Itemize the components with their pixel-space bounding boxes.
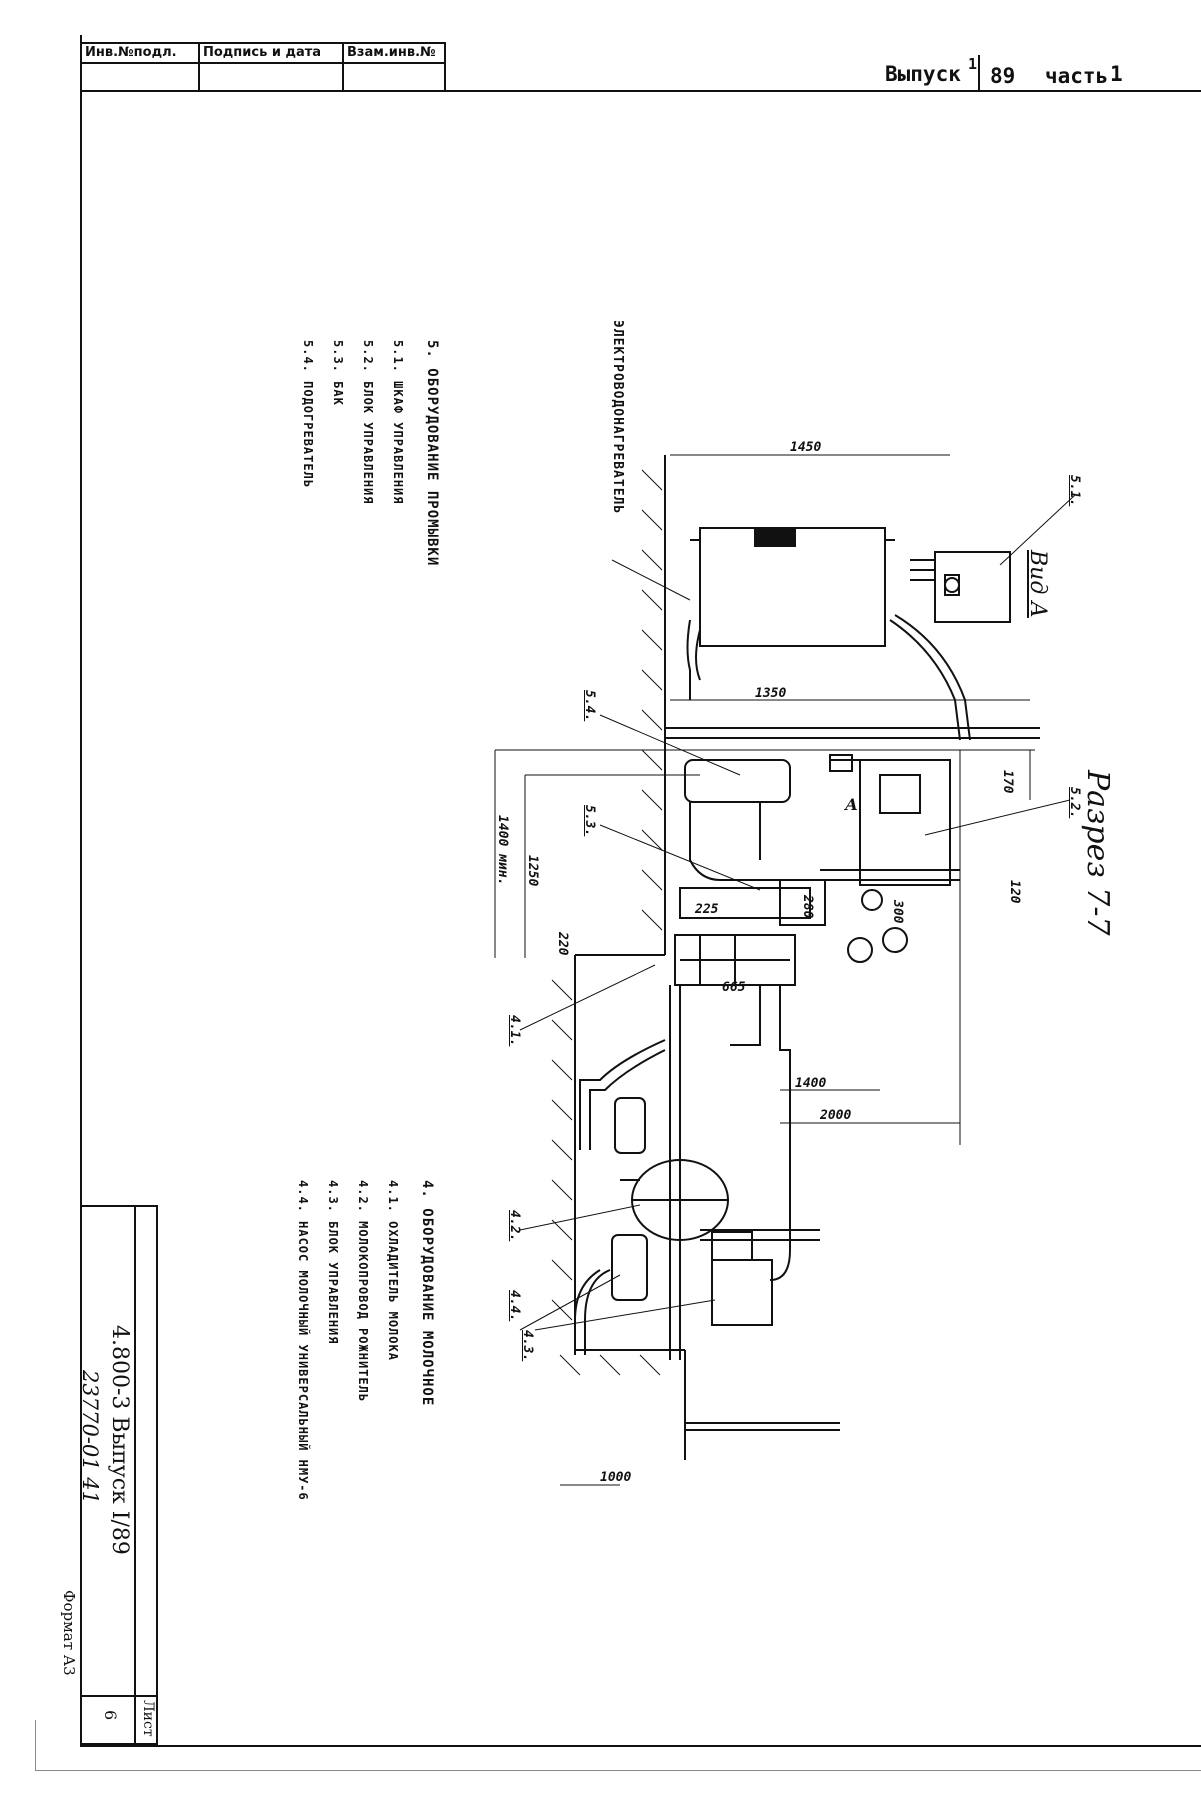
dim-170: 170 (1000, 770, 1015, 794)
format-label: Формат А3 (60, 1590, 78, 1676)
control-cabinet (910, 551, 1011, 623)
dim-1400-min: 1400 мин. (495, 815, 510, 886)
milk-pump (574, 1097, 648, 1355)
legend-washing-item-2: 5.2. БЛОК УПРАВЛЕНИЯ (361, 340, 375, 505)
legend-milk-title: 4. ОБОРУДОВАНИЕ МОЛОЧНОЕ (419, 1180, 435, 1407)
callout-5-1: 5.1. (1067, 475, 1082, 507)
section-title: Разрез 7-7 (1080, 770, 1115, 936)
issue-label: Выпуск (885, 62, 961, 86)
issue-divider (978, 55, 980, 91)
dim-1250: 1250 (525, 855, 540, 887)
drawing-number: 23770-01 41 (78, 1370, 102, 1505)
view-label: Вид А (1025, 550, 1050, 618)
legend-milk-item-3: 4.3. БЛОК УПРАВЛЕНИЯ (326, 1180, 340, 1345)
dim-1400: 1400 (795, 1076, 827, 1091)
callout-5-4: 5.4. (582, 690, 597, 722)
callout-5-2: 5.2. (1067, 787, 1082, 819)
callout-leaders (519, 494, 1076, 1331)
issue-number: 1 (968, 55, 978, 73)
sheet-number: 6 (101, 1710, 120, 1721)
legend-milk-item-4: 4.4. НАСОС МОЛОЧНЫЙ УНИВЕРСАЛЬНЫЙ НМУ-6 (296, 1180, 310, 1501)
callout-4-1: 4.1. (507, 1015, 522, 1047)
issue-year: 89 (990, 64, 1016, 88)
dim-1450: 1450 (790, 440, 822, 455)
outer-left-line (35, 1720, 36, 1770)
pipes-lower (579, 985, 820, 1360)
title-block-frame (80, 1205, 158, 1745)
view-marker: А (845, 795, 859, 814)
callout-4-4: 4.4. (507, 1290, 522, 1322)
callout-5-3: 5.3. (582, 805, 597, 837)
dimension-lines (494, 454, 1035, 1486)
part-label: часть (1045, 64, 1109, 88)
title-block-divider (134, 1205, 136, 1745)
frame-bottom-line (80, 1745, 1201, 1747)
legend-milk-item-1: 4.1. ОХЛАДИТЕЛЬ МОЛОКА (386, 1180, 400, 1361)
wash-control-block (829, 754, 951, 886)
pipes-upper (665, 614, 1040, 741)
wash-tank (679, 869, 960, 963)
dim-220: 220 (555, 932, 570, 956)
frame-left-line (80, 35, 82, 1745)
dim-2000: 2000 (820, 1108, 852, 1123)
callout-4-3: 4.3. (520, 1330, 535, 1362)
legend-washing-item-3: 5.3. БАК (331, 340, 345, 406)
heater-cylinder (684, 759, 830, 881)
drain-pipe (685, 1422, 840, 1431)
milk-receiver (620, 1159, 729, 1241)
dim-300: 300 (890, 900, 905, 924)
legend-washing-item-1: 5.1. ШКАФ УПРАВЛЕНИЯ (391, 340, 405, 505)
milk-cooler (674, 934, 796, 986)
doc-code: 4.800-3 Выпуск I/89 (107, 1325, 132, 1555)
dim-1000: 1000 (600, 1470, 632, 1485)
sheet-cell-divider (80, 1695, 158, 1697)
legend-milk-item-2: 4.2. МОЛОКОПРОВОД РОЖНИТЕЛЬ (356, 1180, 370, 1403)
dim-1350: 1350 (755, 686, 787, 701)
part-number: 1 (1110, 62, 1123, 86)
legend-washing-title: 5. ОБОРУДОВАНИЕ ПРОМЫВКИ (424, 340, 440, 567)
stamp-cell-replace-value (342, 62, 446, 92)
dim-665: 665 (722, 980, 746, 995)
wall-hatching (551, 469, 663, 1376)
outer-bottom-line (35, 1770, 1201, 1771)
frame-top-line (80, 90, 1201, 92)
water-heater-tank (690, 527, 895, 647)
dim-280: 280 (800, 895, 815, 919)
heater-label: ЭЛЕКТРОВОДОНАГРЕВАТЕЛЬ (610, 320, 625, 515)
dim-225: 225 (695, 902, 719, 917)
dim-120: 120 (1007, 880, 1022, 904)
legend-washing-item-4: 5.4. ПОДОГРЕВАТЕЛЬ (301, 340, 315, 489)
sheet-label: Лист (140, 1700, 156, 1737)
callout-4-2: 4.2. (507, 1210, 522, 1242)
milk-control-block (711, 1231, 773, 1326)
